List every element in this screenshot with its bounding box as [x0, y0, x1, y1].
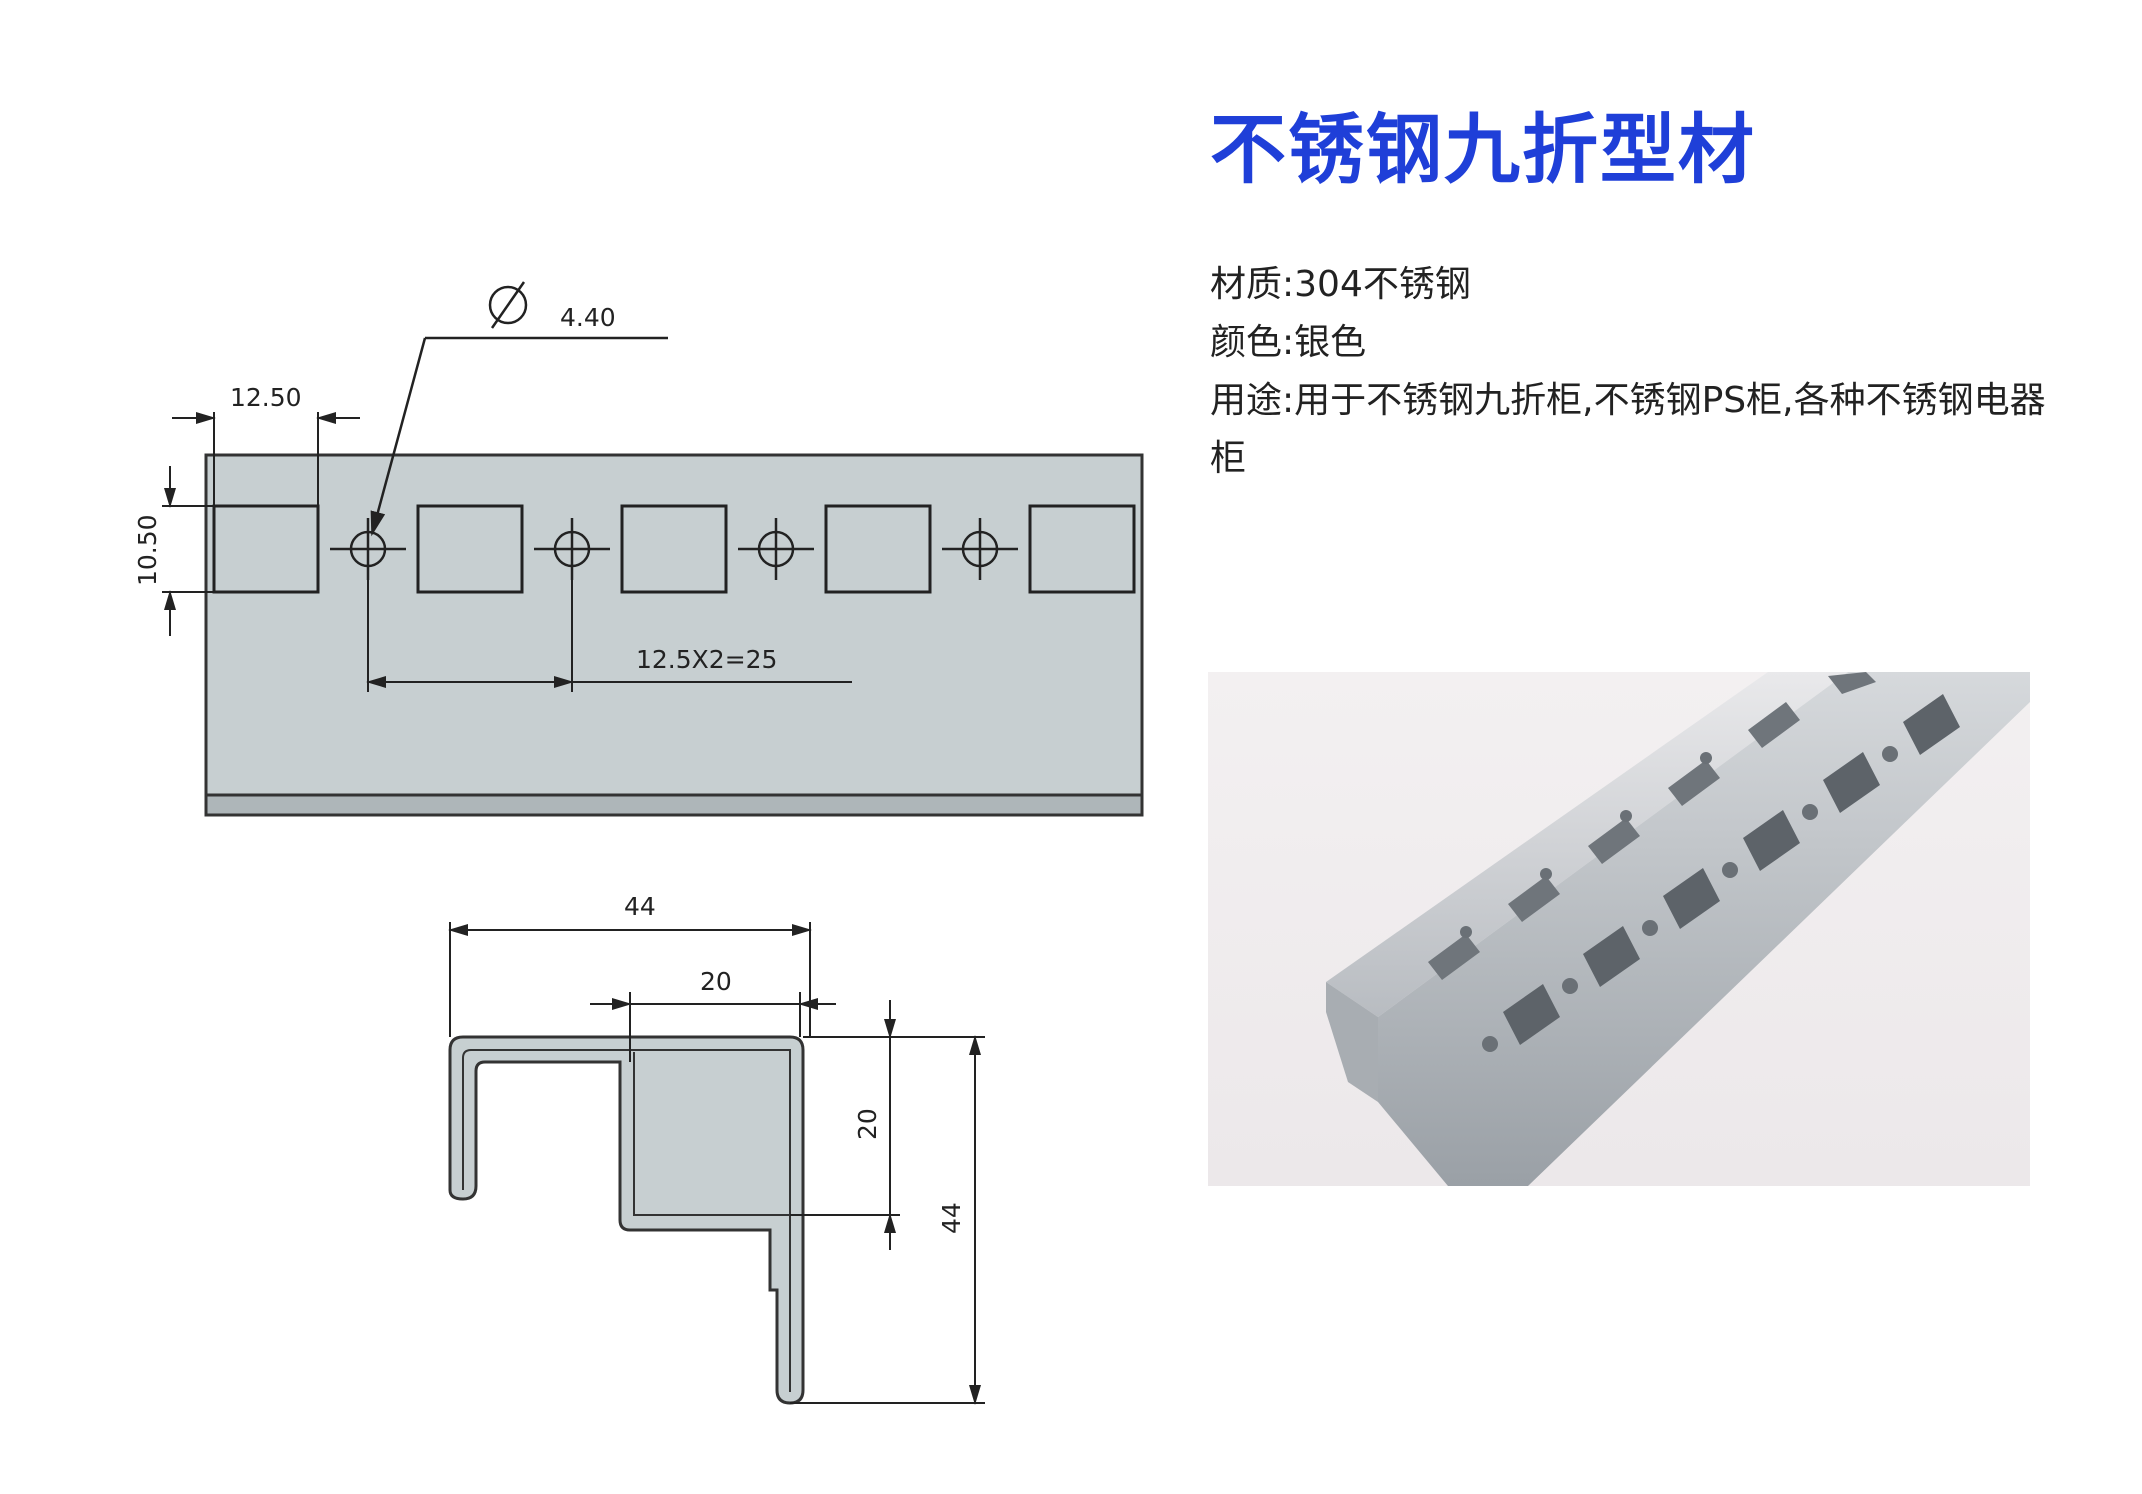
pitch-label: 12.5X2=25 — [636, 645, 777, 674]
profile-view: 44 20 20 44 — [448, 892, 985, 1405]
spec-usage: 用途:用于不锈钢九折柜,不锈钢PS柜,各种不锈钢电器柜 — [1210, 380, 2046, 479]
overall-height-label: 44 — [937, 1202, 966, 1234]
top-view: 4.40 12.50 10.50 12.5X2=25 — [133, 281, 1144, 817]
profile-shape — [448, 1035, 805, 1405]
spec-material: 材质:304不锈钢 — [1210, 264, 1471, 305]
inner-width-label: 20 — [700, 967, 732, 996]
product-photo — [1208, 672, 2030, 1186]
plate-edge — [204, 793, 1144, 817]
profile-rail-image — [1326, 672, 2030, 1186]
product-title: 不锈钢九折型材 — [1210, 105, 1756, 194]
square-hole — [1028, 504, 1136, 594]
square-hole — [620, 504, 728, 594]
overall-width-label: 44 — [624, 892, 656, 921]
square-hole — [824, 504, 932, 594]
spec-color: 颜色:银色 — [1210, 322, 1367, 363]
square-width-label: 12.50 — [230, 383, 302, 412]
hole-diameter-label: 4.40 — [560, 303, 616, 332]
square-hole — [416, 504, 524, 594]
inner-height-label: 20 — [853, 1108, 882, 1140]
spec-list: 材质:304不锈钢 颜色:银色 用途:用于不锈钢九折柜,不锈钢PS柜,各种不锈钢… — [1210, 256, 2050, 488]
square-hole — [212, 504, 320, 594]
square-height-label: 10.50 — [133, 514, 162, 586]
